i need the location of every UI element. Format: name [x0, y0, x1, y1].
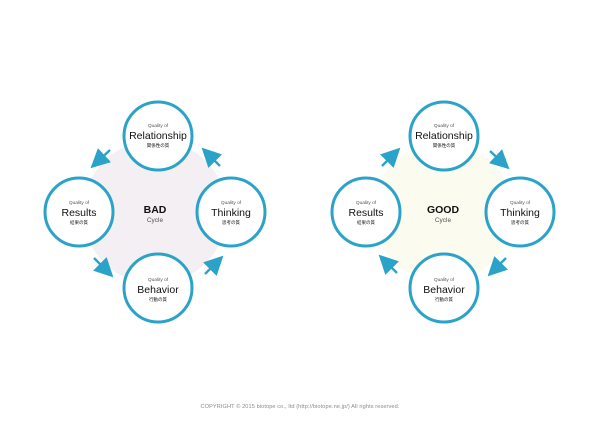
node-jp-label: 行動の質 — [149, 296, 167, 303]
good-node-results: Quality of Results 結果の質 — [330, 176, 402, 248]
node-small-label: Quality of — [221, 200, 242, 206]
node-main-label: Results — [61, 207, 96, 219]
bad-arrow-thinking-to-relationship — [201, 147, 222, 168]
node-main-label: Relationship — [129, 130, 187, 142]
good-cycle-background-circle — [373, 142, 513, 282]
node-main-label: Thinking — [211, 207, 251, 219]
bad-arrow-results-to-behavior — [93, 257, 114, 278]
node-small-label: Quality of — [510, 200, 531, 206]
good-node-relationship: Quality of Relationship 関係性の質 — [408, 100, 480, 172]
bad-arrow-behavior-to-thinking — [203, 255, 224, 276]
node-main-label: Behavior — [137, 284, 179, 296]
good-center-title: GOOD — [427, 204, 460, 216]
good-node-thinking: Quality of Thinking 思考の質 — [484, 176, 556, 248]
node-jp-label: 思考の質 — [222, 219, 240, 226]
bad-node-results: Quality of Results 結果の質 — [43, 176, 115, 248]
node-small-label: Quality of — [356, 200, 377, 206]
good-cycle-diagram: GOOD Cycle Quality of Relationship 関係性の質… — [330, 100, 556, 324]
node-main-label: Thinking — [500, 207, 540, 219]
good-arrow-thinking-to-behavior — [487, 256, 508, 277]
good-arrow-results-to-relationship — [380, 147, 401, 168]
node-main-label: Relationship — [415, 130, 473, 142]
node-main-label: Behavior — [423, 284, 465, 296]
node-jp-label: 関係性の質 — [147, 142, 170, 149]
bad-cycle-background-circle — [83, 140, 227, 284]
copyright-notice: COPYRIGHT © 2015 biotope co., ltd (http:… — [200, 404, 400, 410]
node-jp-label: 結果の質 — [357, 219, 375, 226]
bad-cycle-diagram: BAD Cycle Quality of Relationship 関係性の質 … — [43, 100, 267, 324]
bad-center-title: BAD — [144, 204, 167, 216]
node-jp-label: 結果の質 — [70, 219, 88, 226]
node-small-label: Quality of — [148, 277, 169, 283]
node-jp-label: 思考の質 — [511, 219, 529, 226]
good-center-subtitle: Cycle — [435, 217, 452, 224]
good-arrow-behavior-to-results — [378, 254, 399, 275]
node-main-label: Results — [348, 207, 383, 219]
good-node-behavior: Quality of Behavior 行動の質 — [408, 252, 480, 324]
bad-arrow-relationship-to-results — [90, 148, 112, 169]
node-small-label: Quality of — [434, 123, 455, 129]
node-small-label: Quality of — [148, 123, 169, 129]
node-small-label: Quality of — [69, 200, 90, 206]
bad-center-subtitle: Cycle — [147, 217, 164, 224]
node-jp-label: 関係性の質 — [433, 142, 456, 149]
node-jp-label: 行動の質 — [435, 296, 453, 303]
node-small-label: Quality of — [434, 277, 455, 283]
bad-node-thinking: Quality of Thinking 思考の質 — [195, 176, 267, 248]
bad-node-behavior: Quality of Behavior 行動の質 — [122, 252, 194, 324]
bad-node-relationship: Quality of Relationship 関係性の質 — [122, 100, 194, 172]
good-arrow-relationship-to-thinking — [488, 149, 510, 170]
